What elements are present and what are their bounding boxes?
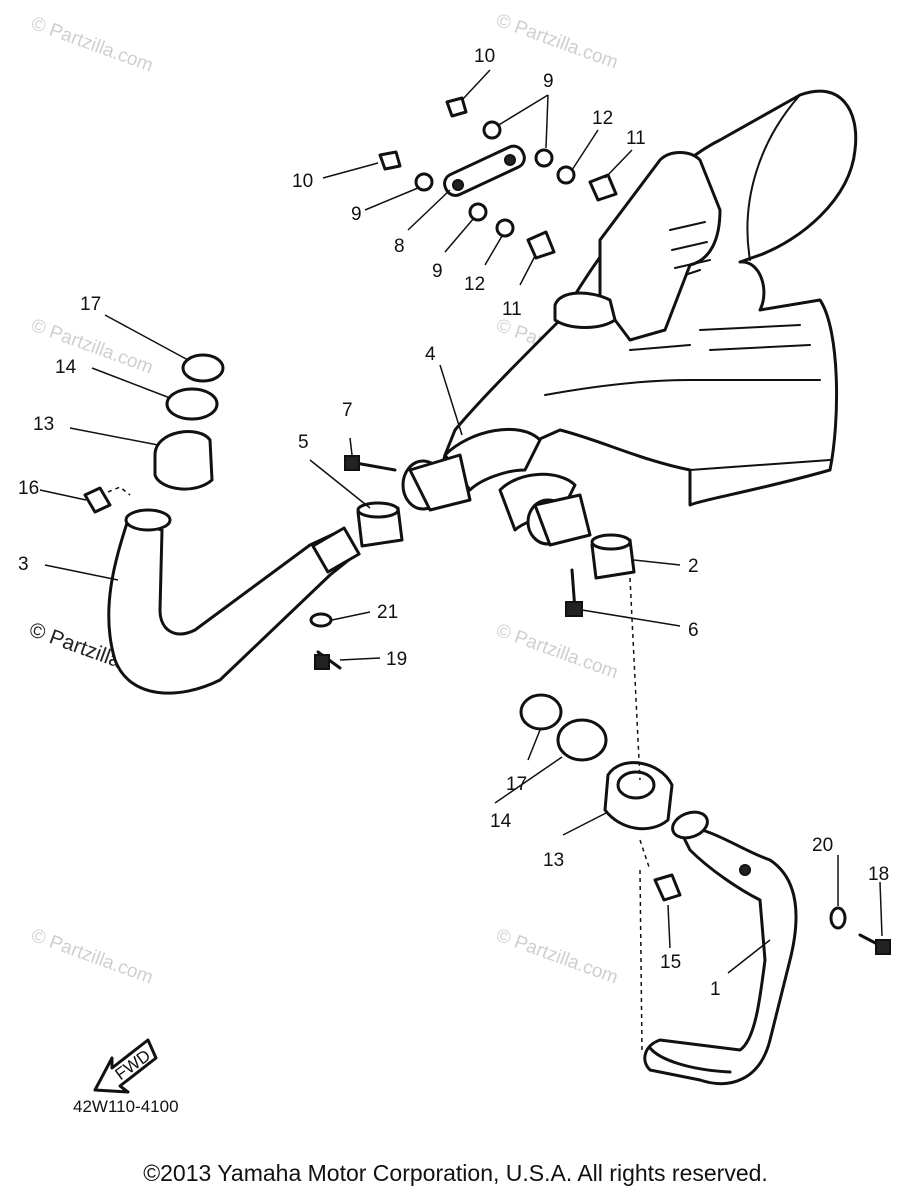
rings-and-nuts <box>153 353 674 831</box>
callout-19: 19 <box>386 649 407 670</box>
collar-9d <box>468 202 488 222</box>
watermark-text: © Partzilla.com <box>28 925 155 989</box>
exhaust-pipe-3 <box>107 508 361 695</box>
collar-9b <box>534 148 554 168</box>
callout-10b: 10 <box>292 171 313 192</box>
bolt-10a <box>445 96 468 118</box>
callout-labels: 10 9 12 11 10 9 8 9 12 11 4 7 5 17 14 13… <box>18 46 889 1000</box>
callout-21: 21 <box>377 602 398 623</box>
damper-12a <box>556 165 576 185</box>
callout-6: 6 <box>688 620 699 641</box>
gasket-17a <box>181 353 225 383</box>
nut-15 <box>653 873 682 902</box>
nut-13a <box>153 430 214 491</box>
collar-11a <box>588 173 618 202</box>
alignment-lines <box>107 486 651 1051</box>
callout-12b: 12 <box>464 274 485 295</box>
callout-9a: 9 <box>543 71 554 92</box>
callout-11a: 11 <box>626 128 646 149</box>
callout-1: 1 <box>710 979 721 1000</box>
muffler-assembly <box>401 89 858 547</box>
callout-2: 2 <box>688 556 699 577</box>
bolt-10b <box>378 150 402 171</box>
callout-9c: 9 <box>432 261 443 282</box>
callout-9b: 9 <box>351 204 362 225</box>
leader-lines <box>39 69 883 974</box>
bracket-plate <box>443 144 526 197</box>
callout-15: 15 <box>660 952 681 973</box>
callout-5: 5 <box>298 432 309 453</box>
callout-8: 8 <box>394 236 405 257</box>
callout-12a: 12 <box>592 108 613 129</box>
callout-3: 3 <box>18 554 29 575</box>
gasket-17b <box>519 693 563 731</box>
callout-14b: 14 <box>490 811 512 832</box>
forward-arrow-icon: FWD <box>93 1038 158 1094</box>
callout-13a: 13 <box>33 414 54 435</box>
gaskets <box>356 501 636 580</box>
callout-14a: 14 <box>55 357 77 378</box>
damper-12b <box>495 218 515 238</box>
washer-20 <box>829 906 847 930</box>
copyright-notice: ©2013 Yamaha Motor Corporation, U.S.A. A… <box>143 1160 768 1186</box>
watermark-text: © Partzilla.com <box>28 13 155 77</box>
callout-17a: 17 <box>80 294 101 315</box>
callout-18: 18 <box>868 864 889 885</box>
callout-4: 4 <box>425 344 436 365</box>
callout-16: 16 <box>18 478 39 499</box>
callout-7: 7 <box>342 400 353 421</box>
callout-20: 20 <box>812 835 833 856</box>
watermark-text: © Partzilla.com <box>493 620 620 684</box>
collar-9a <box>482 120 502 140</box>
ring-14b <box>556 718 608 762</box>
diagram-code: 42W110-4100 <box>73 1097 179 1116</box>
watermark-text: © Partzilla.com <box>493 925 620 989</box>
callout-17b: 17 <box>506 774 527 795</box>
washer-21 <box>309 612 333 628</box>
collar-9c <box>414 172 434 192</box>
collar-11b <box>526 230 556 260</box>
watermark-text: © Partzilla.com <box>28 315 155 379</box>
mounting-hardware <box>378 96 618 260</box>
callout-10a: 10 <box>474 46 495 67</box>
watermark-text: © Partzilla.com <box>493 10 620 74</box>
nut-16 <box>83 486 112 514</box>
fasteners <box>83 455 891 955</box>
callout-13b: 13 <box>543 850 564 871</box>
callout-11b: 11 <box>502 299 522 320</box>
exhaust-pipe-1 <box>643 810 798 1086</box>
ring-14a <box>165 387 219 421</box>
